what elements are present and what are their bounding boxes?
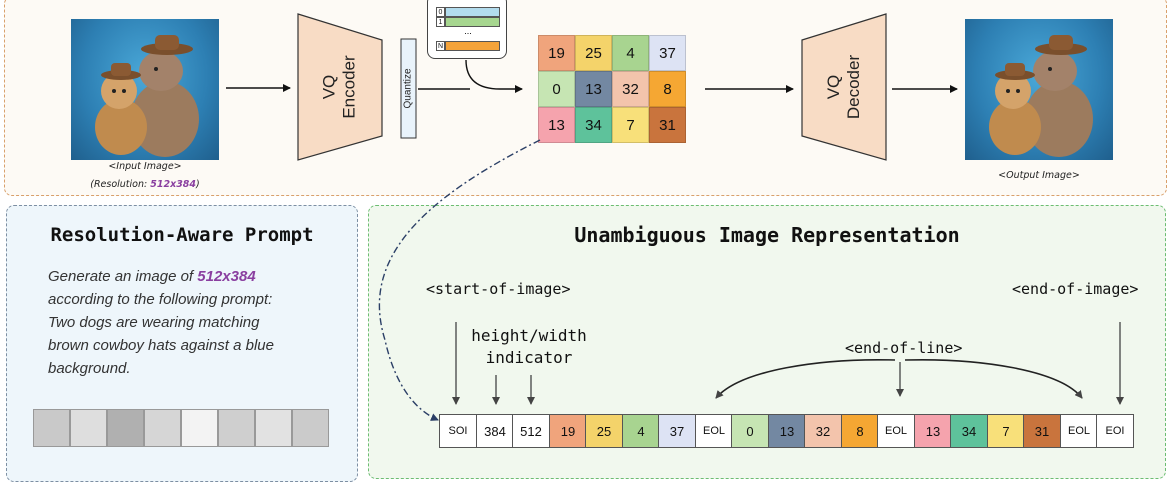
sequence-token: 4 [622, 414, 660, 448]
arrow-eol-left [715, 358, 896, 399]
sequence-token: 13 [914, 414, 952, 448]
prompt-embedding [107, 409, 144, 447]
prompt-line: according to the following prompt: [48, 291, 273, 308]
hw-label-line2: indicator [485, 348, 573, 367]
codebook-vector [445, 41, 500, 51]
grid-token: 34 [575, 107, 612, 143]
sequence-token: 19 [549, 414, 587, 448]
prompt-embedding [144, 409, 181, 447]
grid-token: 25 [575, 35, 612, 71]
prompt-line: background. [48, 360, 131, 377]
codebook-vector [445, 17, 500, 27]
sequence-token: 25 [585, 414, 623, 448]
prompt-embedding [255, 409, 292, 447]
sequence-token: 13 [768, 414, 806, 448]
grid-token: 32 [612, 71, 649, 107]
end-of-line-label: <end-of-line> [845, 339, 963, 357]
grid-token: 13 [538, 107, 575, 143]
resolution-value: 512x384 [150, 179, 197, 190]
codebook-vector [445, 7, 500, 17]
resolution-suffix: ) [196, 179, 200, 190]
output-image [965, 19, 1113, 160]
encoder-shape [297, 13, 383, 161]
arrow-eol-right [904, 358, 1083, 399]
prompt-resolution-value: 512x384 [197, 268, 256, 285]
codebook-row: 1 [436, 17, 500, 27]
codebook: 0 1 ... N [427, 0, 507, 59]
hw-label-line1: height/width [471, 326, 587, 345]
dogs-illustration [989, 35, 1093, 157]
quantize-bar [400, 38, 417, 139]
prompt-embedding [70, 409, 107, 447]
sequence-token: EOL [877, 414, 915, 448]
codebook-index: 0 [436, 7, 445, 17]
end-of-image-label: <end-of-image> [1012, 280, 1139, 298]
input-image [71, 19, 219, 160]
resolution-caption: (Resolution: 512x384) [71, 179, 219, 190]
start-of-image-label: <start-of-image> [426, 280, 571, 298]
sequence-token: 0 [731, 414, 769, 448]
grid-token: 37 [649, 35, 686, 71]
representation-title: Unambiguous Image Representation [574, 223, 960, 247]
output-caption: <Output Image> [998, 170, 1080, 181]
codebook-ellipsis: ... [464, 26, 472, 36]
grid-token: 0 [538, 71, 575, 107]
arrow-codebook-grid [465, 59, 523, 93]
codebook-index: N [436, 41, 445, 51]
sequence-token: EOL [1060, 414, 1098, 448]
sequence-token: EOL [695, 414, 733, 448]
pipeline-shapes [226, 13, 958, 161]
grid-token: 31 [649, 107, 686, 143]
sequence-token: 8 [841, 414, 879, 448]
codebook-row: N [436, 41, 500, 51]
sequence-token: 34 [950, 414, 988, 448]
prompt-line1-prefix: Generate an image of [48, 268, 198, 285]
prompt-line: brown cowboy hats against a blue [48, 337, 274, 354]
resolution-prefix: (Resolution: [90, 179, 151, 190]
sequence-token: SOI [439, 414, 477, 448]
sequence-token: 7 [987, 414, 1025, 448]
sequence-token: 31 [1023, 414, 1061, 448]
prompt-line: Generate an image of 512x384 [48, 265, 274, 288]
prompt-embedding [292, 409, 329, 447]
decoder-shape [801, 13, 887, 161]
grid-token: 4 [612, 35, 649, 71]
grid-token: 13 [575, 71, 612, 107]
prompt-embedding [181, 409, 218, 447]
input-caption: <Input Image> [108, 161, 182, 172]
sequence-token: 384 [476, 414, 514, 448]
sequence-token: 37 [658, 414, 696, 448]
sequence-token: 512 [512, 414, 550, 448]
prompt-embedding [218, 409, 255, 447]
sequence-token: EOI [1096, 414, 1134, 448]
grid-token: 7 [612, 107, 649, 143]
prompt-line: Two dogs are wearing matching [48, 314, 260, 331]
prompt-title: Resolution-Aware Prompt [50, 224, 314, 246]
hw-indicator-label: height/width indicator [465, 325, 593, 369]
dogs-illustration [95, 35, 199, 157]
codebook-index: 1 [436, 17, 445, 27]
prompt-embedding [33, 409, 70, 447]
codebook-row: 0 [436, 7, 500, 17]
sequence-token: 32 [804, 414, 842, 448]
grid-token: 19 [538, 35, 575, 71]
prompt-text: Generate an image of 512x384 according t… [48, 265, 274, 380]
grid-token: 8 [649, 71, 686, 107]
